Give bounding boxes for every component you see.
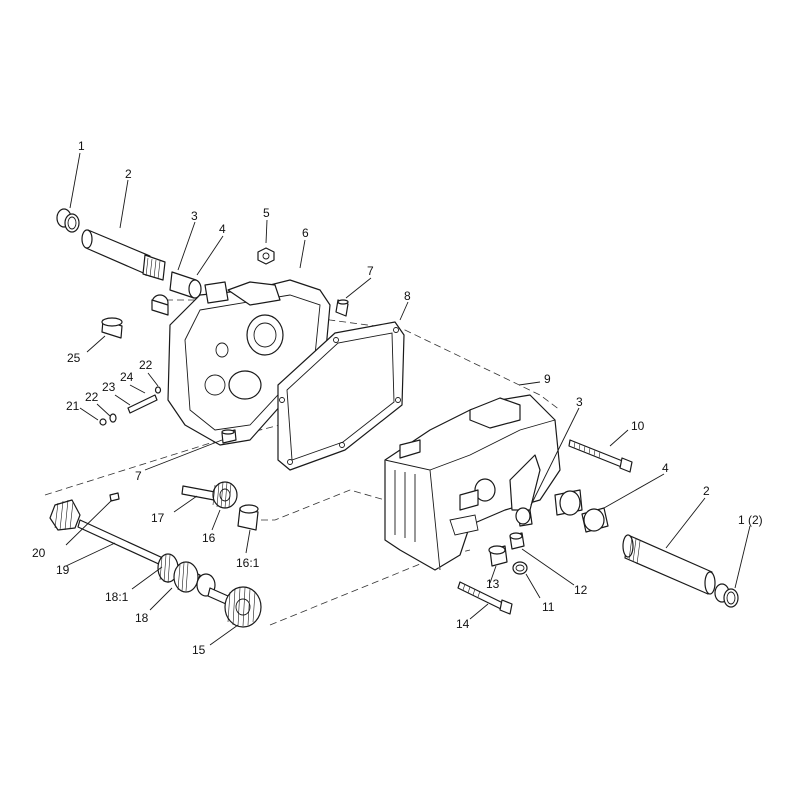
callout-22-upper: 22 [139,358,153,372]
callout-9: 9 [544,372,551,386]
gasket [277,321,405,471]
callout-23: 23 [102,380,116,394]
callout-7-lower: 7 [135,469,142,483]
callout-8: 8 [404,289,411,303]
callout-4-right: 4 [662,461,669,475]
callout-2-left: 2 [125,167,132,181]
bushing-25 [101,317,123,339]
bushing-right-3 [515,507,533,527]
callout-labels: 1 2 3 4 5 6 7 8 9 3 10 4 2 1 (2) 25 22 2… [32,139,763,657]
bushings-left [151,271,202,316]
callout-25: 25 [67,351,81,365]
callout-17: 17 [151,511,165,525]
callout-22-lower: 22 [85,390,99,404]
snap-ring-right [714,583,739,608]
callout-21: 21 [66,399,80,413]
callout-18-1: 18:1 [105,590,129,604]
parts-11-12-13 [488,532,528,575]
callout-3-left: 3 [191,209,198,223]
shaft-left [81,229,166,281]
callout-1-2-right: 1 (2) [738,513,763,527]
callout-11: 11 [542,600,555,614]
gear-shaft-16-17 [181,481,238,509]
callout-16: 16 [202,531,216,545]
callout-6: 6 [302,226,309,240]
callout-2-right: 2 [703,484,710,498]
callout-16-1: 16:1 [236,556,260,570]
right-housing [384,394,583,571]
bushing-right-4 [581,507,609,533]
dowel-pin-top [335,299,349,317]
bolt-10 [568,439,633,473]
callout-13: 13 [486,577,500,591]
callout-20: 20 [32,546,46,560]
callout-14: 14 [456,617,470,631]
callout-10: 10 [631,419,645,433]
shaft-19-gears-18 [77,519,229,605]
bushing-16-1 [237,504,259,531]
dowel-pin-lower [221,429,237,444]
callout-15: 15 [192,643,206,657]
callout-7-top: 7 [367,264,374,278]
callout-18: 18 [135,611,149,625]
gear-15 [224,586,262,628]
callout-5: 5 [263,206,270,220]
callout-4-left: 4 [219,222,226,236]
callout-12: 12 [574,583,588,597]
callout-3-right: 3 [576,395,583,409]
callout-1-left: 1 [78,139,85,153]
leader-lines [65,152,751,646]
snap-ring-left [56,208,80,233]
left-housing [167,279,331,446]
small-parts-21-24 [99,386,162,426]
shaft-right [622,534,716,595]
bolt-14 [457,581,513,615]
callout-19: 19 [56,563,70,577]
nut-5 [257,247,275,265]
callout-24: 24 [120,370,134,384]
gear-20 [49,492,120,531]
